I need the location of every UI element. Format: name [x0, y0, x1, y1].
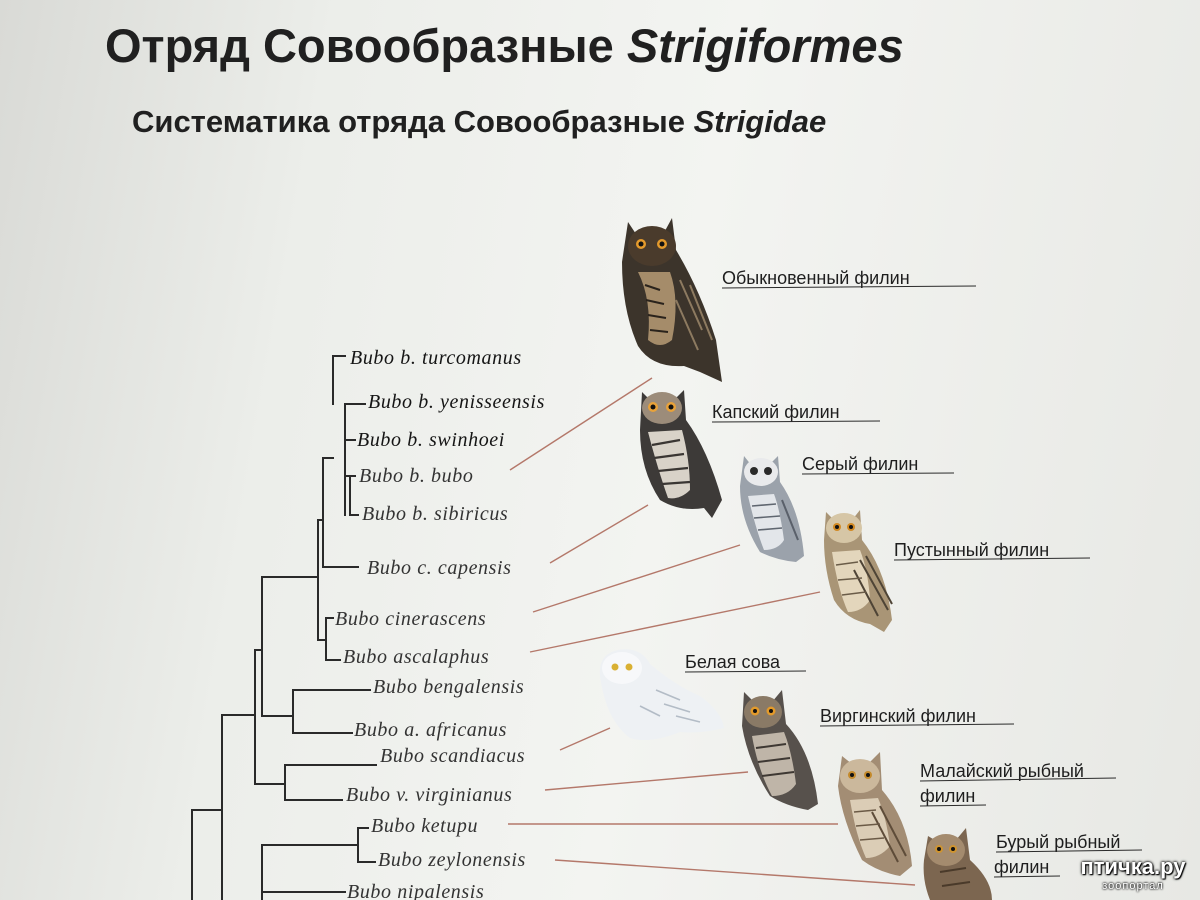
taxon-label: Bubo nipalensis — [347, 881, 484, 900]
taxon-label: Bubo a. africanus — [354, 719, 507, 741]
owl-name-label: Обыкновенный филин — [722, 268, 910, 288]
owl-name-label: Серый филин — [802, 454, 918, 474]
taxon-label: Bubo scandiacus — [380, 745, 525, 767]
taxon-label: Bubo v. virginianus — [346, 784, 512, 806]
owl-name-label: Пустынный филин — [894, 540, 1049, 560]
greyish-eagle-owl-icon — [740, 456, 804, 562]
watermark-logo: птичка.ру зоопортал — [1072, 854, 1194, 892]
taxon-label: Bubo b. swinhoei — [357, 429, 505, 451]
taxon-label: Bubo cinerascens — [335, 608, 486, 630]
cape-eagle-owl-icon — [640, 390, 722, 518]
taxon-label: Bubo b. yenisseensis — [368, 391, 545, 413]
pharaoh-eagle-owl-icon — [824, 510, 893, 632]
snowy-owl-icon — [599, 649, 724, 740]
owl-name-label: Белая сова — [685, 652, 781, 672]
taxon-label: Bubo b. sibiricus — [362, 503, 508, 525]
taxon-label: Bubo ascalaphus — [343, 646, 489, 668]
title-text: Отряд Совообразные — [105, 19, 627, 72]
great-horned-owl-icon — [742, 690, 818, 810]
taxon-label: Bubo b. turcomanus — [350, 347, 522, 369]
page-subtitle: Систематика отряда Совообразные Strigida… — [132, 104, 826, 140]
common-name-labels: Обыкновенный филин Капский филин Серый ф… — [685, 268, 1120, 877]
subtitle-latin: Strigidae — [693, 104, 827, 139]
brown-fish-owl-icon — [923, 828, 992, 900]
buffy-fish-owl-icon — [838, 752, 912, 876]
title-latin: Strigiformes — [626, 19, 904, 72]
owl-name-label: Малайский рыбный — [920, 761, 1084, 781]
eagle-owl-icon — [622, 218, 722, 382]
cladogram-tree — [191, 355, 377, 900]
common-name-underlines — [684, 285, 1143, 878]
taxon-labels: Bubo b. turcomanus Bubo b. yenisseensis … — [335, 347, 545, 900]
watermark-sub: зоопортал — [1102, 880, 1164, 892]
taxon-label: Bubo ketupu — [371, 815, 478, 837]
subtitle-text: Систематика отряда Совообразные — [132, 104, 694, 139]
watermark-main: птичка.ру — [1080, 854, 1186, 879]
taxon-label: Bubo zeylonensis — [378, 849, 526, 871]
owl-pictures — [599, 218, 992, 900]
owl-name-label: Бурый рыбный — [996, 832, 1120, 852]
owl-name-label: филин — [994, 857, 1049, 877]
connector-lines — [508, 377, 916, 886]
taxon-label: Bubo c. capensis — [367, 557, 512, 579]
owl-name-label: Капский филин — [712, 402, 840, 422]
taxon-label: Bubo bengalensis — [373, 676, 524, 698]
page-title: Отряд Совообразные Strigiformes — [105, 18, 904, 73]
taxon-label: Bubo b. bubo — [359, 465, 473, 487]
owl-name-label: филин — [920, 786, 975, 806]
owl-name-label: Виргинский филин — [820, 706, 976, 726]
